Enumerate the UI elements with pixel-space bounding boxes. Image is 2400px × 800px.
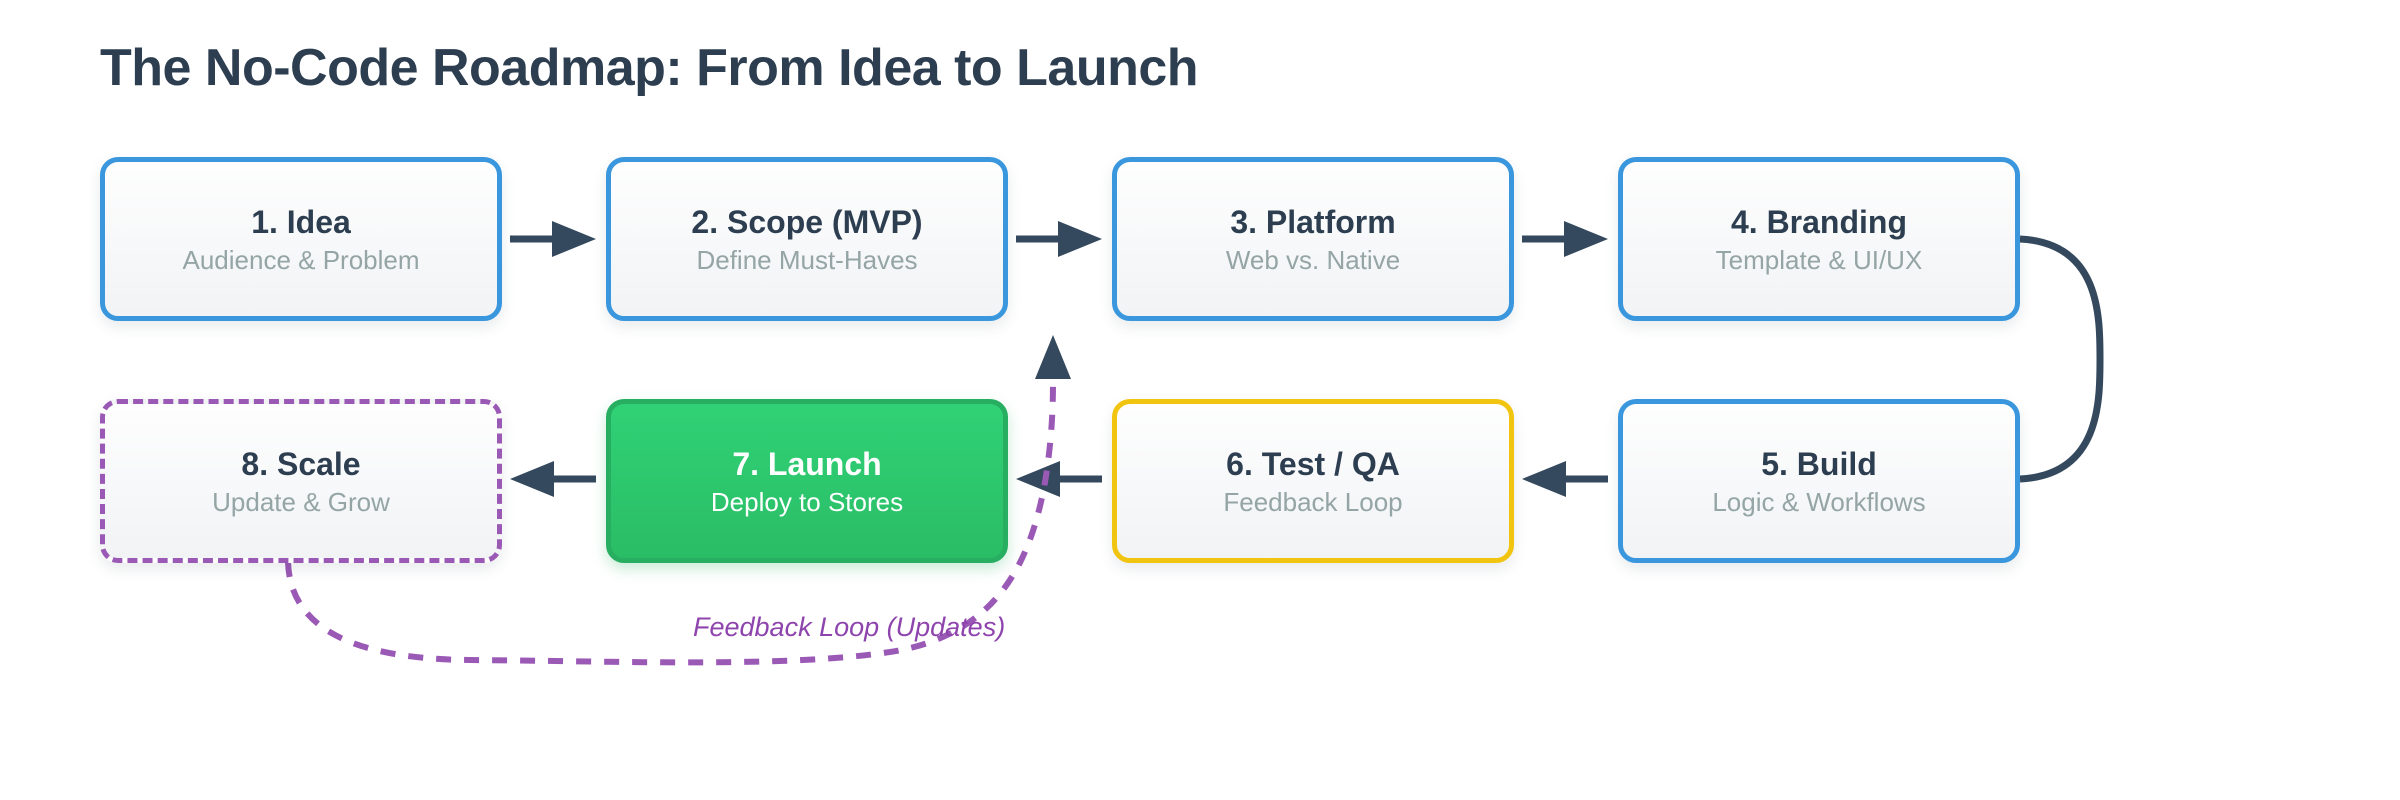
arrow-head xyxy=(1564,221,1608,257)
step-title: 7. Launch xyxy=(732,445,882,482)
arrow-build-to-test xyxy=(1522,461,1608,497)
step-box-idea: 1. Idea Audience & Problem xyxy=(100,157,502,321)
step-subtitle: Feedback Loop xyxy=(1223,486,1403,517)
step-subtitle: Update & Grow xyxy=(212,486,390,517)
connector-branding-to-build xyxy=(2019,235,2104,483)
step-title: 3. Platform xyxy=(1230,203,1396,240)
step-subtitle: Logic & Workflows xyxy=(1712,486,1926,517)
arrow-head xyxy=(510,461,554,497)
arrow-test-to-launch xyxy=(1016,461,1102,497)
step-box-launch: 7. Launch Deploy to Stores xyxy=(606,399,1008,563)
step-subtitle: Audience & Problem xyxy=(182,244,420,275)
step-title: 4. Branding xyxy=(1730,203,1907,240)
feedback-loop-label: Feedback Loop (Updates) xyxy=(693,612,1006,642)
step-title: 1. Idea xyxy=(251,203,351,240)
step-box-test-qa: 6. Test / QA Feedback Loop xyxy=(1112,399,1514,563)
step-box-scope: 2. Scope (MVP) Define Must-Haves xyxy=(606,157,1008,321)
arrow-launch-to-scale xyxy=(510,461,596,497)
step-subtitle: Deploy to Stores xyxy=(710,486,904,517)
arrow-head xyxy=(552,221,596,257)
step-subtitle: Template & UI/UX xyxy=(1715,244,1923,275)
arrow-scope-to-platform xyxy=(1016,221,1102,257)
page-title: The No-Code Roadmap: From Idea to Launch xyxy=(100,39,1199,97)
step-box-scale: 8. Scale Update & Grow xyxy=(100,399,502,563)
step-subtitle: Web vs. Native xyxy=(1225,244,1401,275)
arrow-head xyxy=(1522,461,1566,497)
arrow-idea-to-scope xyxy=(510,221,596,257)
step-title: 2. Scope (MVP) xyxy=(691,203,923,240)
step-title: 6. Test / QA xyxy=(1226,445,1400,482)
step-title: 8. Scale xyxy=(241,445,361,482)
arrow-head xyxy=(1058,221,1102,257)
step-box-build: 5. Build Logic & Workflows xyxy=(1618,399,2020,563)
step-box-branding: 4. Branding Template & UI/UX xyxy=(1618,157,2020,321)
arrow-platform-to-branding xyxy=(1522,221,1608,257)
arrow-head xyxy=(1016,461,1060,497)
feedback-loop-arrowhead xyxy=(1035,335,1071,379)
step-title: 5. Build xyxy=(1761,445,1877,482)
step-subtitle: Define Must-Haves xyxy=(696,244,918,275)
step-box-platform: 3. Platform Web vs. Native xyxy=(1112,157,1514,321)
